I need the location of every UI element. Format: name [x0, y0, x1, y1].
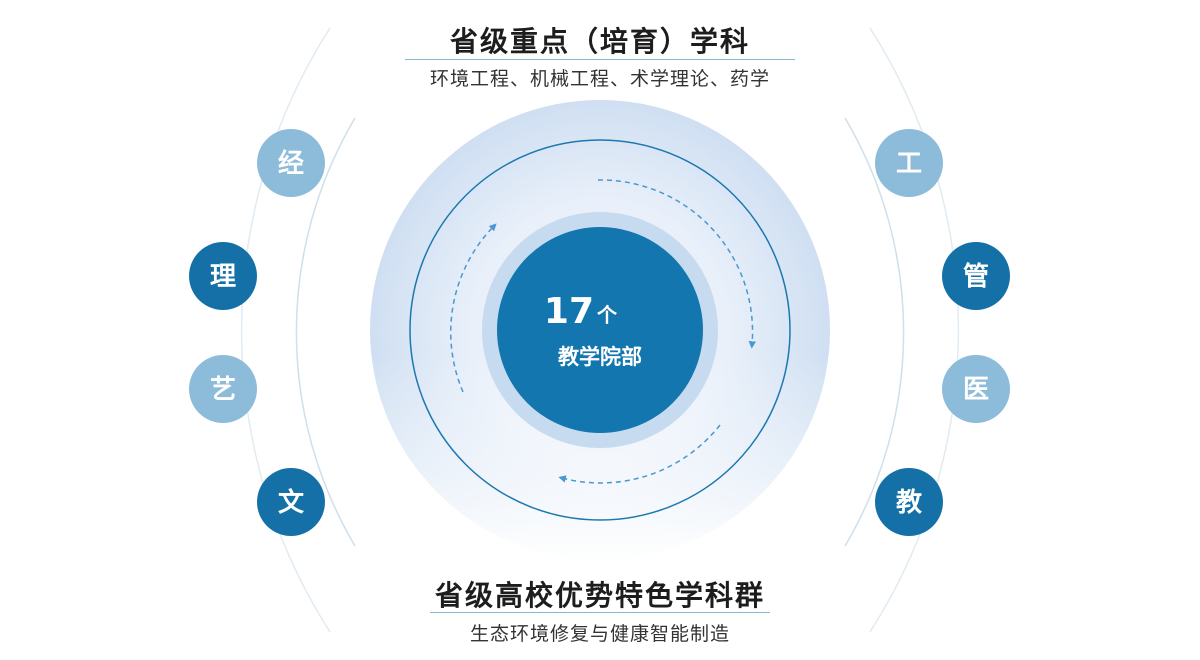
left-node-label-4: 文	[278, 487, 305, 518]
right-node-1	[875, 129, 943, 197]
left-node-4	[257, 468, 325, 536]
center-label: 教学院部	[558, 345, 642, 369]
top-subtitle: 环境工程、机械工程、术学理论、药学	[429, 68, 770, 90]
right-node-label-2: 管	[963, 262, 989, 292]
outer-arc-right	[869, 27, 960, 633]
center-count-unit: 个	[596, 303, 618, 327]
center-circle	[497, 227, 703, 433]
left-node-label-3: 艺	[210, 375, 236, 405]
outer-arc-left	[240, 27, 331, 633]
right-node-label-1: 工	[896, 149, 922, 179]
bottom-title: 省级高校优势特色学科群	[434, 579, 765, 612]
top-title-rule	[405, 59, 795, 60]
right-node-3	[942, 355, 1010, 423]
cycle-arrow-bottom	[558, 424, 721, 484]
right-node-label-4: 教	[896, 488, 922, 518]
left-node-1	[257, 129, 325, 197]
left-node-label-1: 经	[278, 148, 304, 179]
right-node-2	[942, 242, 1010, 310]
bottom-subtitle: 生态环境修复与健康智能制造	[469, 623, 730, 645]
top-title: 省级重点（培育）学科	[449, 25, 750, 58]
node-arc-left	[295, 117, 356, 547]
orbit-ring	[409, 139, 791, 521]
right-node-label-3: 医	[963, 375, 989, 405]
node-arc-right	[844, 117, 905, 547]
left-node-2	[189, 242, 257, 310]
cycle-arrow-right	[597, 179, 757, 349]
cycle-arrow-left	[450, 223, 497, 393]
right-node-4	[875, 468, 943, 536]
left-node-label-2: 理	[210, 262, 236, 292]
left-node-3	[189, 355, 257, 423]
center-count: 17	[544, 291, 594, 332]
bottom-title-rule	[430, 612, 770, 613]
